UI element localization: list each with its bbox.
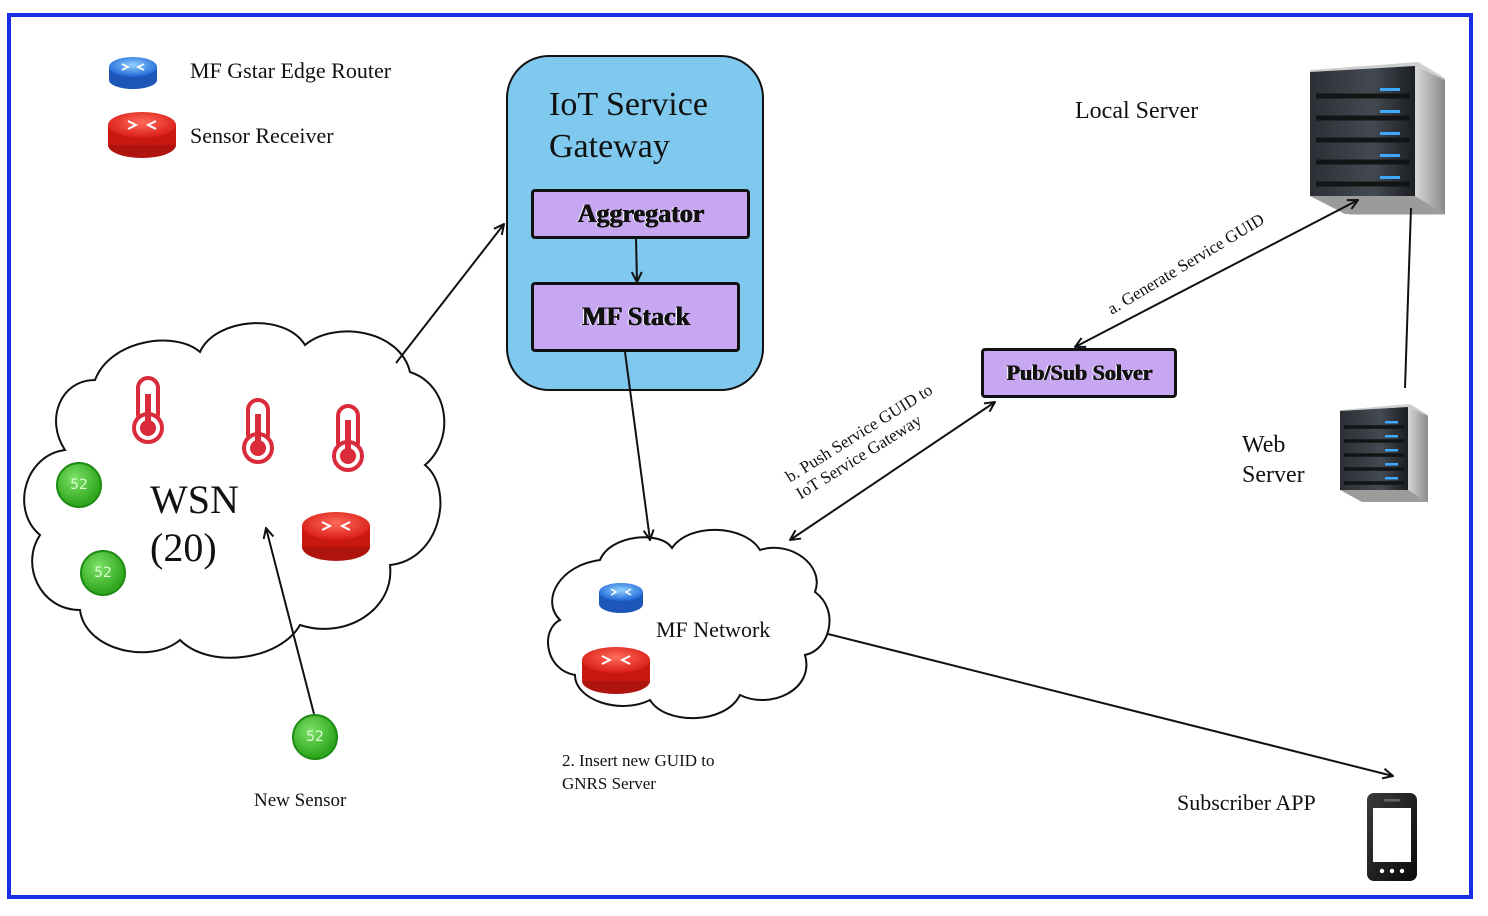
- gnrs-insert-note: 2. Insert new GUID to GNRS Server: [562, 751, 715, 793]
- mf-network-label: MF Network: [656, 617, 771, 642]
- edge-router-legend-icon: [109, 57, 157, 89]
- thermometer-icon: [332, 404, 364, 472]
- new-sensor-node: 52: [292, 714, 338, 760]
- wsn-cloud: [23, 322, 446, 659]
- sensor-node: 52: [80, 550, 126, 596]
- sensor-receiver-legend-icon: [108, 112, 176, 158]
- thermometer-icon: [132, 376, 164, 444]
- pubsub-solver-box: Pub/Sub Solver: [981, 348, 1177, 398]
- web-server-label: Web Server: [1242, 432, 1305, 488]
- thermometer-icon: [242, 398, 274, 464]
- new-sensor-to-wsn-arrow: [266, 528, 315, 715]
- mf-stack-box: MF Stack: [531, 282, 740, 352]
- aggregator-box: Aggregator: [531, 189, 750, 239]
- new-sensor-label: New Sensor: [254, 790, 347, 811]
- wsn-to-gateway-arrow: [395, 224, 504, 364]
- local-server-icon: [1310, 62, 1445, 215]
- pubsub-to-localserver-arrow: [1075, 200, 1358, 347]
- diagram-frame: [7, 13, 1473, 899]
- aggregator-to-mfstack-arrow: [636, 237, 637, 282]
- edge-router-icon: [599, 583, 643, 613]
- sensor-node: 52: [56, 462, 102, 508]
- local-server-label: Local Server: [1075, 98, 1199, 124]
- sensor-receiver-icon: [582, 647, 650, 694]
- wsn-label: WSN (20): [150, 477, 239, 570]
- web-server-icon: [1340, 404, 1428, 502]
- subscriber-app-label: Subscriber APP: [1177, 790, 1316, 815]
- mfnetwork-to-subscriber-arrow: [827, 633, 1393, 776]
- smartphone-icon: [1367, 793, 1417, 881]
- edge-router-legend-label: MF Gstar Edge Router: [190, 58, 392, 83]
- sensor-receiver-legend-label: Sensor Receiver: [190, 123, 334, 148]
- localserver-webserver-line: [1404, 207, 1412, 389]
- mfstack-to-mfnetwork-arrow: [624, 351, 650, 540]
- pubsub-to-mfnetwork-arrow: [790, 402, 995, 540]
- sensor-receiver-icon: [302, 512, 370, 561]
- gateway-title: IoT Service Gateway: [549, 86, 708, 165]
